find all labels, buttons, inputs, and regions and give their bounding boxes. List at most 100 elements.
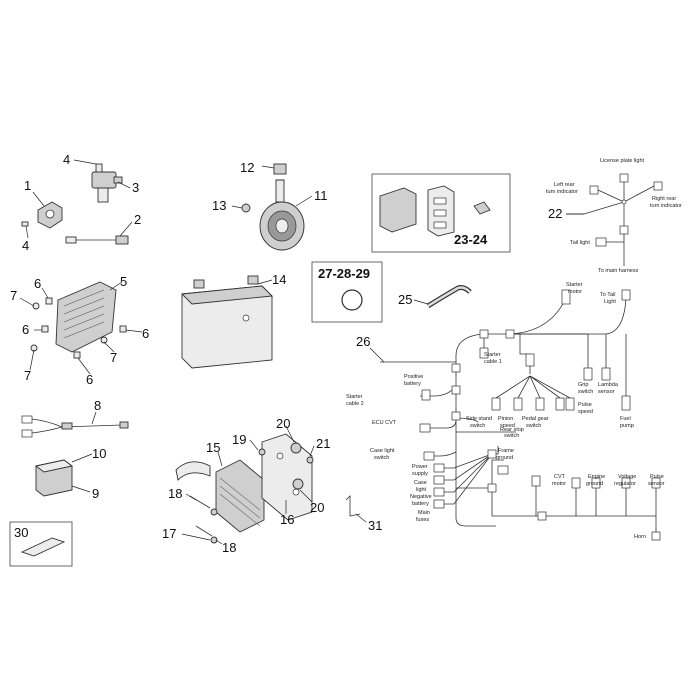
part-13-bolt <box>241 203 251 213</box>
callout-18: 18 <box>168 486 182 501</box>
label-case-light-2: switch <box>374 455 389 461</box>
callout-6: 6 <box>86 372 93 387</box>
label-side-stand-1: Side stand <box>466 416 492 422</box>
part-30-pad <box>20 537 66 557</box>
label-power-supply-1: Power <box>412 464 428 470</box>
label-left-rear-2: turn indicator <box>546 189 578 195</box>
bolts-17-21 <box>189 442 314 544</box>
label-starter-cable-1a: Starter <box>484 352 501 358</box>
label-fuel-pump-1: Fuel <box>620 416 631 422</box>
label-cvt-motor-1: CVT <box>554 474 566 480</box>
label-right-rear-2: turn indicator <box>650 203 682 209</box>
part-27-clamp <box>341 289 363 311</box>
callout-2: 2 <box>134 212 141 227</box>
label-starter-motor-2: motor <box>568 289 582 295</box>
callout-7: 7 <box>24 368 31 383</box>
part-11-horn <box>259 179 305 251</box>
callout-23-24: 23-24 <box>454 232 488 247</box>
callout-27-28-29: 27-28-29 <box>318 266 370 281</box>
label-tail-light: Tail light <box>570 240 590 246</box>
part-1-switch <box>21 201 63 229</box>
part-26-main-harness <box>380 289 661 541</box>
callout-10: 10 <box>92 446 106 461</box>
callout-12: 12 <box>240 160 254 175</box>
label-pulse-sensor-1: Pulse <box>650 474 664 480</box>
callout-31: 31 <box>368 518 382 533</box>
callout-15: 15 <box>206 440 220 455</box>
label-case-light-b-1: Case <box>414 480 427 486</box>
label-to-main-harness: To main harness <box>598 268 639 274</box>
part-3-sensor <box>91 163 123 203</box>
callout-19: 19 <box>232 432 246 447</box>
part-12-bracket <box>273 163 287 175</box>
label-grip-switch-1: Grip <box>578 382 588 388</box>
part-8-cable <box>21 415 129 438</box>
label-positive-battery-1: Positive <box>404 374 423 380</box>
label-frame-ground-2: ground <box>496 455 513 461</box>
label-power-supply-2: supply <box>412 471 428 477</box>
label-case-light-b-2: light <box>416 487 427 493</box>
label-case-light-1: Case light <box>370 448 395 454</box>
label-voltage-regulator-1: Voltage <box>618 474 636 480</box>
callout-6: 6 <box>142 326 149 341</box>
label-lambda-sensor-1: Lambda <box>598 382 619 388</box>
label-pulse-speed-1: Pulse <box>578 402 592 408</box>
label-main-fuses-2: fuses <box>416 517 429 523</box>
part-31-clip <box>345 495 361 517</box>
part-9-relay <box>34 459 74 497</box>
callout-20: 20 <box>276 416 290 431</box>
part-30-frame <box>9 521 73 567</box>
callout-18: 18 <box>222 540 236 555</box>
label-positive-battery-2: battery <box>404 381 421 387</box>
bolts-6-7 <box>30 297 127 359</box>
label-fuel-pump-2: pump <box>620 423 634 429</box>
label-right-rear-1: Right rear <box>652 196 676 202</box>
callout-7: 7 <box>10 288 17 303</box>
label-starter-motor-1: Starter <box>566 282 583 288</box>
label-pulse-sensor-2: sensor <box>648 481 665 487</box>
callout-17: 17 <box>162 526 176 541</box>
label-lambda-sensor-2: sensor <box>598 389 615 395</box>
callout-3: 3 <box>132 180 139 195</box>
callout-6: 6 <box>22 322 29 337</box>
fusebox-frame <box>371 173 511 253</box>
label-starter-cable-2a: Starter <box>346 394 363 400</box>
label-voltage-regulator-2: regulator <box>614 481 636 487</box>
part-5-regulator <box>55 281 117 353</box>
part-15-ecu <box>175 459 265 533</box>
part-24-fuse <box>473 201 491 215</box>
label-horn: Horn <box>634 534 646 540</box>
callout-16: 16 <box>280 512 294 527</box>
callout-11: 11 <box>314 188 328 203</box>
label-pulse-speed-2: speed <box>578 409 593 415</box>
label-frame-ground-1: Frame <box>498 448 514 454</box>
callout-1: 1 <box>24 178 31 193</box>
part-2-probe <box>65 235 129 245</box>
callout-20: 20 <box>310 500 324 515</box>
callout-21: 21 <box>316 436 330 451</box>
callout-13: 13 <box>212 198 226 213</box>
label-negative-battery-1: Negative <box>410 494 432 500</box>
part-14-battery <box>181 275 273 369</box>
label-rear-stop-1: Rear stop <box>500 427 524 433</box>
label-rear-stop-2: switch <box>504 433 519 439</box>
callout-9: 9 <box>92 486 99 501</box>
label-pinion-speed-2: speed <box>500 423 515 429</box>
callout-7: 7 <box>110 350 117 365</box>
part-16-plate <box>261 433 313 521</box>
callout-5: 5 <box>120 274 127 289</box>
label-side-stand-2: switch <box>470 423 485 429</box>
callout-6: 6 <box>34 276 41 291</box>
callout-30: 30 <box>14 525 28 540</box>
label-license-plate-light: License plate light <box>600 158 645 164</box>
label-left-rear-1: Left rear <box>554 182 575 188</box>
label-engine-ground-1: Engine <box>588 474 605 480</box>
callout-14: 14 <box>272 272 286 287</box>
part-22-rear-harness <box>566 173 663 266</box>
label-to-tail-light-2: Light <box>604 299 616 305</box>
callout-22: 22 <box>548 206 562 221</box>
label-main-fuses-1: Main <box>418 510 430 516</box>
label-ecu-cvt: ECU CVT <box>372 420 397 426</box>
label-starter-cable-2b: cable 2 <box>346 401 364 407</box>
